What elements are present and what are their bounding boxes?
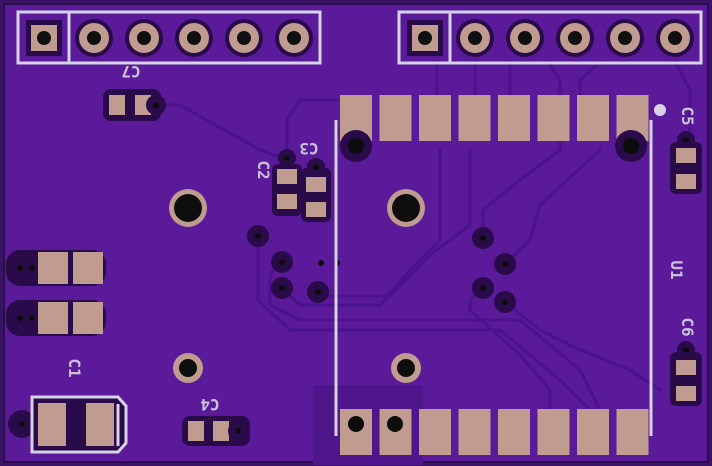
u1-bottom-via-2-hole	[387, 416, 403, 432]
c2-via-hole	[284, 155, 290, 161]
c3-pad-2	[306, 202, 326, 217]
c1-label: C1	[65, 358, 84, 377]
u1-top-pad-2	[379, 95, 412, 141]
left-comp-1-via-1	[17, 265, 23, 271]
header-left-pin-2-hole	[87, 31, 101, 45]
chip-u1: U1	[334, 95, 686, 455]
u1-top-pad-7	[577, 95, 609, 141]
left-comp-2-pad-1	[38, 302, 68, 334]
u1-bottom-pad-3	[419, 409, 451, 455]
trace-layer	[138, 60, 692, 412]
u1-bottom-pad-4	[458, 409, 491, 455]
u1-top-pad-4	[458, 95, 491, 141]
u1-label: U1	[667, 260, 686, 279]
c7-pad-2	[135, 95, 151, 115]
u1-top-via-left-hole	[348, 138, 364, 154]
mount-hole-1	[174, 194, 202, 222]
u1-bottom-via-1-hole	[348, 416, 364, 432]
capacitor-c1: C1	[8, 358, 128, 454]
left-comp-2-via-2	[29, 315, 35, 321]
capacitor-c6: C6	[670, 317, 702, 406]
c5-label: C5	[678, 106, 697, 125]
left-comp-1-via-2	[29, 265, 35, 271]
c7-pad-1	[109, 95, 125, 115]
header-left-outline	[16, 10, 322, 65]
header-left-pin-5-hole	[237, 31, 251, 45]
via-3-hole	[279, 285, 285, 291]
header-right-pin-5-hole	[618, 31, 632, 45]
capacitor-c3: C3	[299, 139, 331, 222]
u1-bottom-pad-5	[498, 409, 530, 455]
via-4-hole	[315, 289, 321, 295]
u1-bottom-pad-8	[616, 409, 649, 455]
via-1-hole	[255, 233, 261, 239]
header-left-pin-4-hole	[187, 31, 201, 45]
u1-top-pad-5	[498, 95, 530, 141]
c6-pad-1	[676, 360, 696, 375]
c6-label: C6	[678, 317, 697, 336]
header-left-pin-6-hole	[287, 31, 301, 45]
capacitor-c5: C5	[670, 106, 702, 194]
c5-pad-2	[676, 174, 696, 189]
header-right-outline	[397, 10, 703, 65]
c3-label: C3	[299, 139, 318, 158]
header-left-pin-3-hole	[137, 31, 151, 45]
header-right	[397, 10, 703, 65]
via-2-hole	[279, 259, 285, 265]
header-right-pin-1-hole	[418, 31, 432, 45]
c6-pad-2	[676, 386, 696, 401]
c7-label: C7	[121, 62, 140, 81]
capacitor-c2: C2	[254, 149, 302, 216]
c1-pad-1	[38, 403, 66, 446]
u1-top-pad-3	[419, 95, 451, 141]
via-5-hole	[480, 235, 486, 241]
header-right-pin-4-hole	[568, 31, 582, 45]
c3-pad-1	[306, 177, 326, 192]
left-edge-components	[6, 250, 106, 336]
via-8-hole	[502, 299, 508, 305]
header-left-pin-1-hole	[37, 31, 51, 45]
u1-top-pad-6	[537, 95, 570, 141]
mounting-holes	[169, 189, 425, 383]
u1-bottom-pad-2	[379, 409, 412, 455]
left-comp-2-pad-2	[73, 302, 103, 334]
u1-pin1-dot	[654, 104, 666, 116]
c2-pad-1	[277, 169, 297, 184]
c5-via-hole	[683, 137, 689, 143]
c1-via-hole-1	[19, 421, 25, 427]
via-9-hole	[318, 260, 324, 266]
mount-hole-4	[397, 359, 415, 377]
via-7-hole	[480, 285, 486, 291]
via-6-hole	[502, 261, 508, 267]
header-right-pin-3-hole	[518, 31, 532, 45]
u1-top-via-right-hole	[623, 138, 639, 154]
mount-hole-3	[179, 359, 197, 377]
c5-pad-1	[676, 148, 696, 163]
mount-hole-2	[392, 194, 420, 222]
header-right-pin-6-hole	[668, 31, 682, 45]
header-left	[16, 10, 322, 65]
c7-via-hole	[153, 102, 159, 108]
header-right-pin-2-hole	[468, 31, 482, 45]
left-comp-1-pad-2	[73, 252, 103, 284]
c1-pad-2	[86, 403, 114, 446]
capacitor-c4: C4	[182, 395, 250, 446]
via-group	[247, 225, 516, 313]
u1-bottom-pad-7	[577, 409, 609, 455]
c4-pad-2	[213, 421, 229, 441]
c3-via-hole	[313, 164, 319, 170]
left-comp-1-pad-1	[38, 252, 68, 284]
c4-pad-1	[188, 421, 204, 441]
c6-via-hole	[683, 347, 689, 353]
c4-label: C4	[200, 395, 219, 414]
left-comp-2-via-1	[17, 315, 23, 321]
c2-pad-2	[277, 194, 297, 209]
u1-bottom-pad-6	[537, 409, 570, 455]
c4-via-hole	[235, 428, 241, 434]
c2-label: C2	[254, 160, 273, 179]
capacitor-c7: C7	[103, 62, 166, 121]
